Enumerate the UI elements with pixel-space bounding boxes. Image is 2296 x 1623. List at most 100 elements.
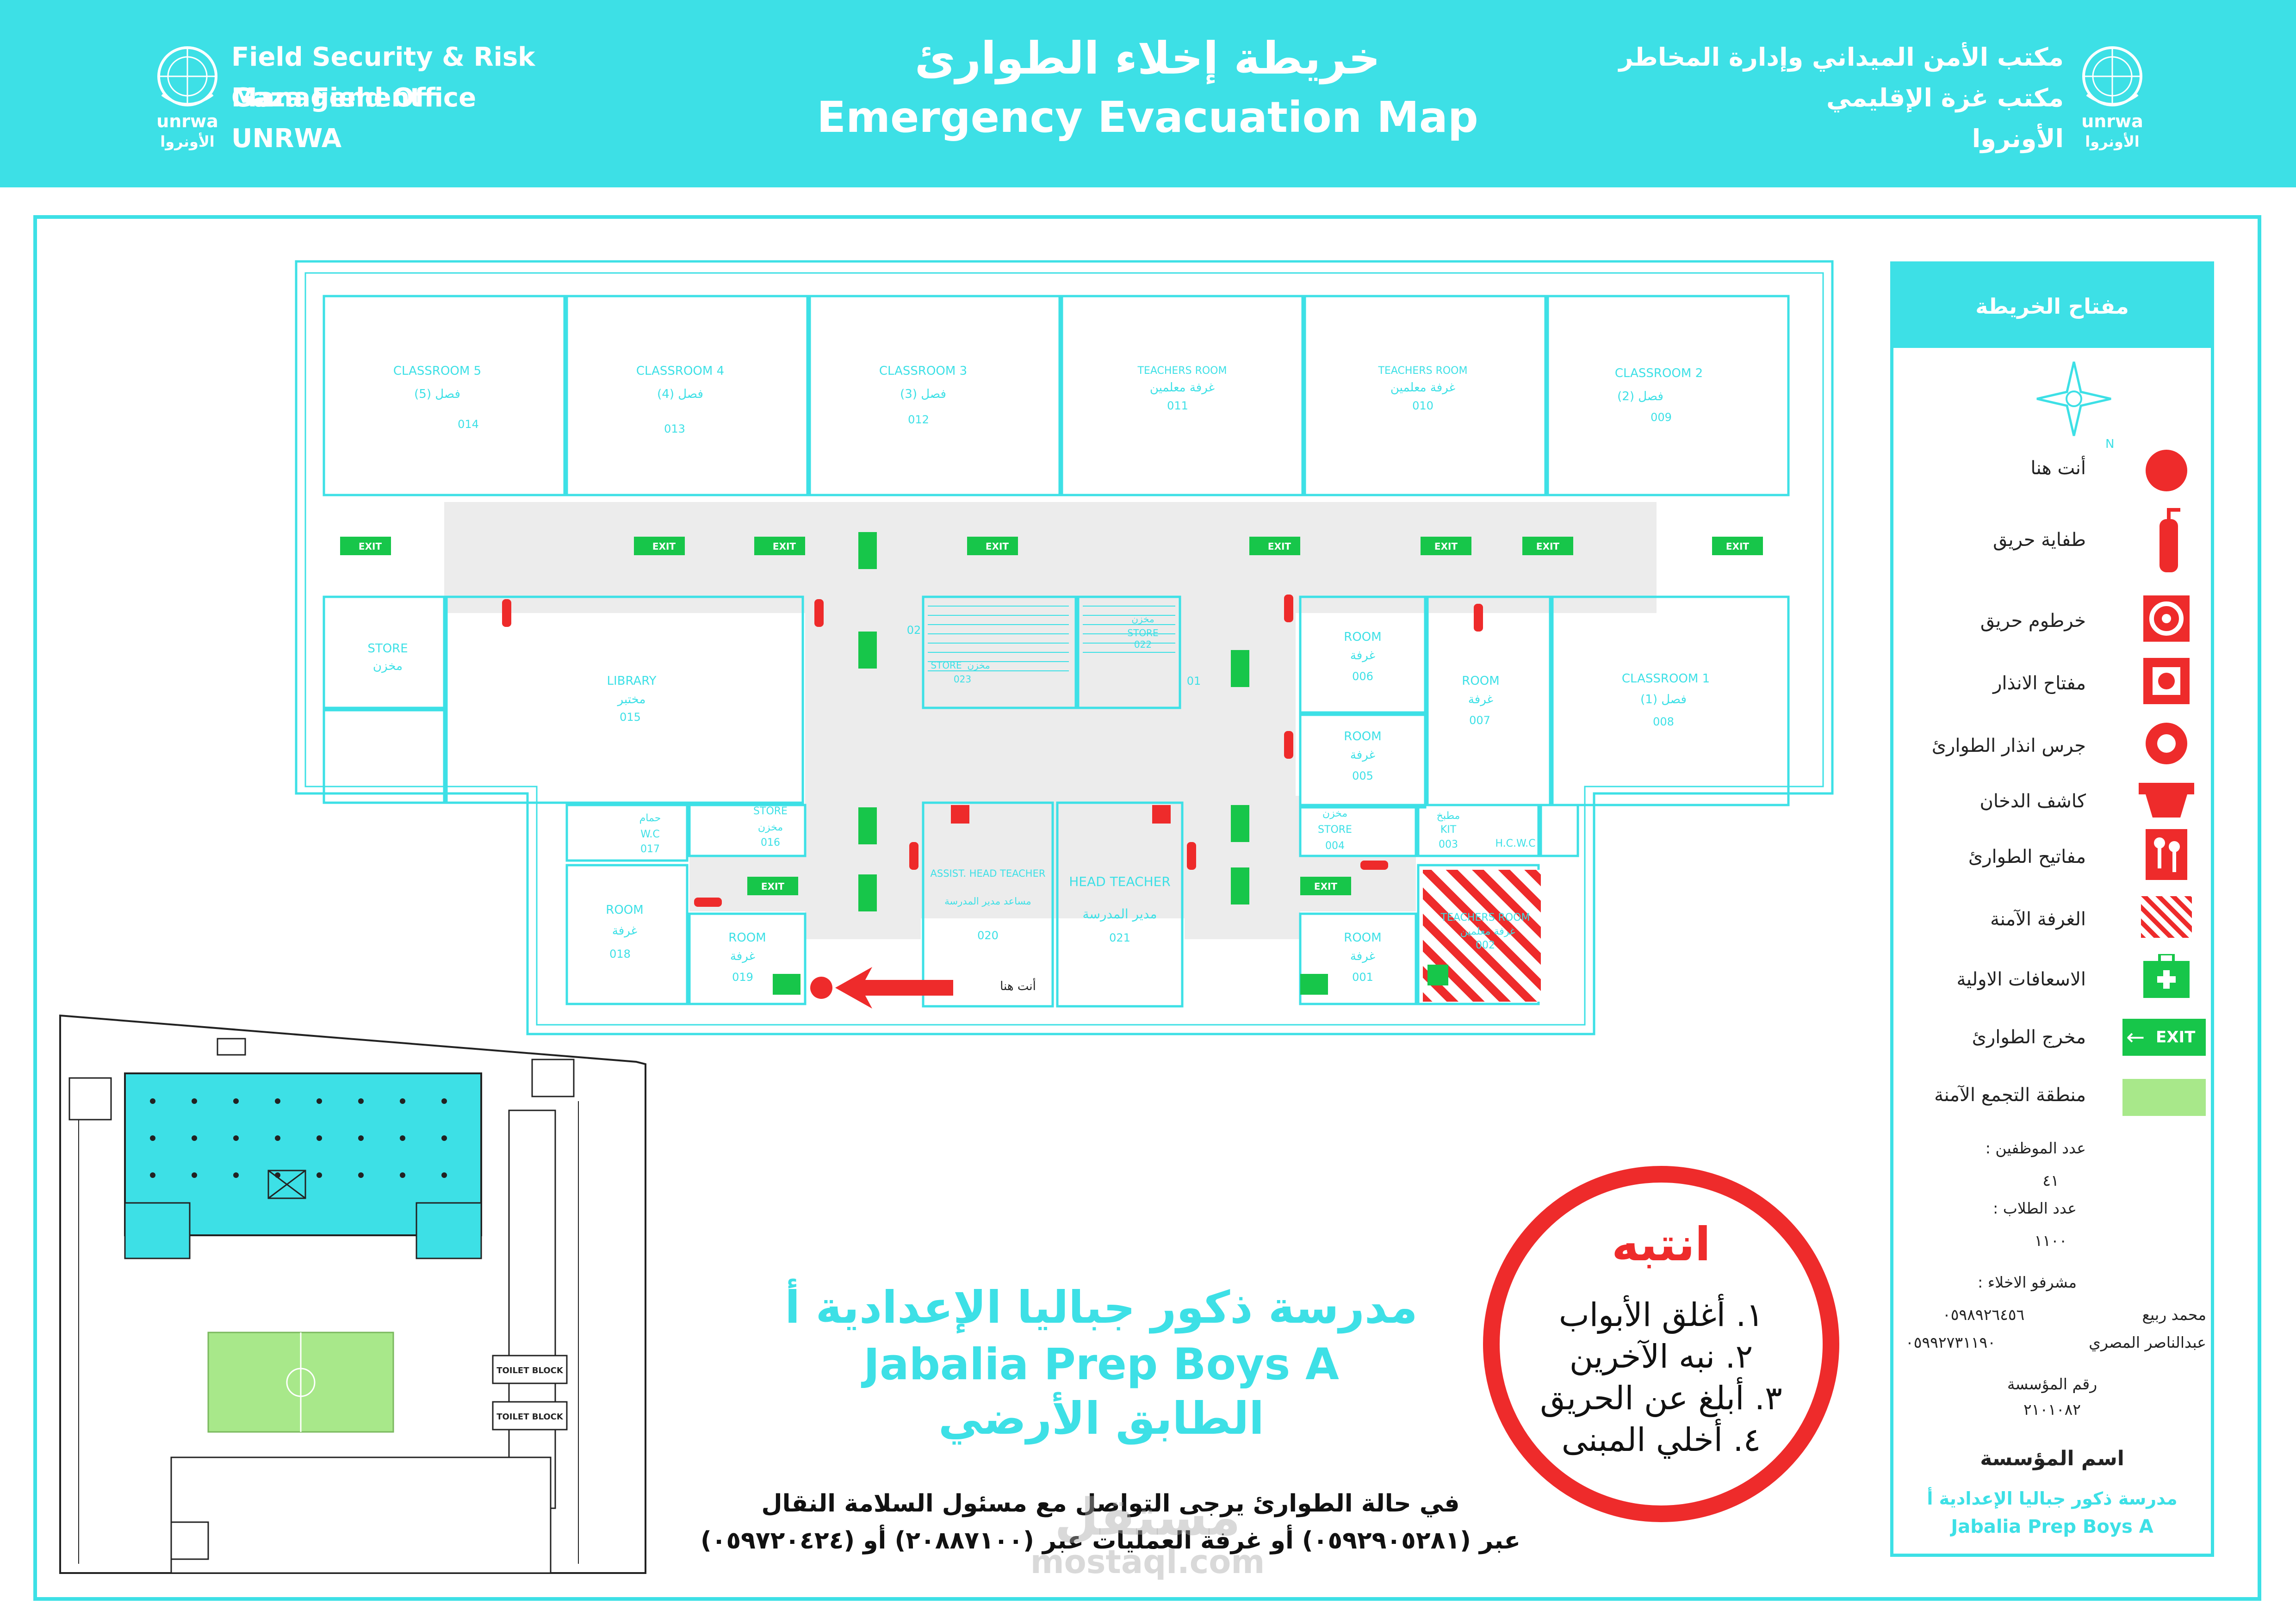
exit-sign-icon: EXIT (747, 877, 798, 895)
you-are-here-label: أنت هنا (1000, 978, 1036, 993)
svg-text:EXIT: EXIT (359, 541, 382, 552)
svg-text:EXIT: EXIT (1314, 881, 1338, 892)
alarm-bell-icon (2146, 723, 2187, 764)
org-ar-line-2: مكتب غزة الإقليمي (1826, 83, 2064, 112)
svg-text:EXIT: EXIT (1268, 541, 1291, 552)
attention-step: ١. أغلق الأبواب (1558, 1296, 1764, 1334)
supervisors-label: مشرفو الاخلاء : (1978, 1273, 2077, 1291)
floor-plan: 02 01 CLASSROOM 5 فصل (5) 014 CLASSROOM … (295, 260, 1834, 1035)
attention-step: ٢. نبه الآخرين (1569, 1338, 1753, 1375)
supervisor-name: محمد ربيع (2142, 1306, 2206, 1324)
exit-word: EXIT (2156, 1028, 2196, 1047)
arrow-left-icon: ← (2126, 1024, 2145, 1050)
exit-sign-icon: EXIT (1249, 537, 1300, 555)
room-en: ROOM (1462, 674, 1499, 688)
org-ar-line-1: مكتب الأمن الميداني وإدارة المخاطر (1619, 43, 2064, 72)
smoke-detector-icon (2139, 783, 2194, 818)
emergency-keys-icon (951, 805, 969, 824)
supervisor-name: عبدالناصر المصري (2089, 1333, 2206, 1351)
assembly-area-swatch (2122, 1079, 2206, 1116)
fire-extinguisher-icon (502, 599, 511, 627)
room-ar: مساعد مدير المدرسة (944, 896, 1031, 907)
room-en: ROOM (1344, 730, 1381, 743)
legend-label-extinguisher: طفاية حريق (1993, 529, 2086, 551)
room-en: STORE (1127, 627, 1158, 638)
room-en: HEAD TEACHER (1069, 874, 1171, 889)
logo-arabic: الأونروا (2085, 132, 2139, 150)
room-ar: غرفة (1350, 649, 1375, 663)
emergency-keys-icon (2146, 829, 2187, 880)
fire-extinguisher-icon (1284, 731, 1293, 759)
room-ar: مدير المدرسة (1082, 906, 1157, 922)
exit-sign-icon: EXIT (634, 537, 685, 555)
room-en: W.C (640, 829, 660, 840)
room-ar: فصل (1) (1640, 693, 1687, 706)
room-en: CLASSROOM 4 (636, 364, 724, 378)
exit-sign-icon: ← EXIT (2122, 1019, 2206, 1056)
fire-extinguisher-icon (909, 842, 918, 870)
unrwa-logo-right: unrwa الأونروا (2081, 46, 2143, 150)
logo-latin: unrwa (2081, 111, 2143, 131)
exit-sign-icon: EXIT (1522, 537, 1573, 555)
legend-label-safe-room: الغرفة الآمنة (1990, 909, 2086, 930)
room-num: 008 (1653, 715, 1674, 728)
room-ar: مخزن (758, 822, 783, 833)
room-num: 002 (1476, 940, 1495, 951)
school-name-en: Jabalia Prep Boys A (863, 1339, 1339, 1390)
room-ar: غرفة (1468, 693, 1493, 706)
svg-text:EXIT: EXIT (986, 541, 1009, 552)
institution-name-label: اسم المؤسسة (1980, 1447, 2124, 1470)
fire-extinguisher-icon (1474, 604, 1483, 632)
students-count-label: عدد الطلاب : (1993, 1199, 2077, 1217)
map-frame (33, 215, 2261, 1601)
org-en-line-2: Gaza Field Office (231, 83, 477, 113)
first-aid-icon (773, 974, 800, 995)
legend-label-emergency-keys: مفاتيح الطوارئ (1968, 846, 2086, 867)
legend-label-alarm-switch: مفتاح الانذار (1993, 673, 2086, 694)
room-en: STORE (1318, 824, 1352, 836)
room-num: 022 (1134, 639, 1152, 650)
attention-circle: انتبه ١. أغلق الأبواب ٢. نبه الآخرين ٣. … (1483, 1166, 1839, 1522)
supervisor-phone: ٠٥٩٩٢٧٣١١٩٠ (1905, 1333, 1996, 1351)
exit-sign-icon (858, 532, 877, 569)
exit-sign-icon (858, 632, 877, 669)
room-num: 001 (1352, 971, 1373, 984)
svg-text:EXIT: EXIT (1726, 541, 1750, 552)
room-num: 017 (640, 843, 660, 855)
room-en: ROOM (606, 903, 643, 917)
students-count: ١١٠٠ (2034, 1232, 2067, 1250)
room-num: 006 (1352, 670, 1373, 683)
room-en: CLASSROOM 2 (1615, 366, 1703, 380)
exit-sign-icon: EXIT (754, 537, 805, 555)
logo-latin: unrwa (156, 111, 218, 131)
room-en: TEACHERS ROOM (1137, 365, 1227, 377)
toilet-block-label: TOILET BLOCK (496, 1412, 564, 1422)
exit-sign-icon (1231, 805, 1249, 842)
first-aid-icon (1300, 974, 1328, 995)
contact-line-2: عبر (٠٥٩٢٩٠٥٢٨١) أو غرفة العمليات عبر (٢… (700, 1527, 1521, 1555)
stair-mark: 01 (1187, 675, 1201, 688)
fire-extinguishers (502, 595, 1483, 907)
stair-mark: 02 (907, 624, 921, 637)
room-en: TEACHERS ROOM (1440, 912, 1530, 923)
legend-panel: مفتاح الخريطة N أنت هنا طفاية حريق خرطوم… (1890, 261, 2214, 1557)
exit-sign-icon: EXIT (340, 537, 391, 555)
room-en: LIBRARY (607, 674, 656, 688)
toilet-block-label: TOILET BLOCK (496, 1366, 564, 1375)
room-num: 023 (954, 674, 971, 685)
room-en: KIT (1440, 824, 1457, 836)
svg-text:N: N (2105, 437, 2114, 450)
room-num: 020 (977, 929, 999, 942)
room-ar: مطبخ (1437, 810, 1460, 822)
room-labels: CLASSROOM 5 فصل (5) 014 CLASSROOM 4 فصل … (367, 364, 1710, 984)
room-ar: فصل (2) (1617, 390, 1663, 403)
contact-line-1: في حالة الطوارئ يرجى التواصل مع مسئول ال… (761, 1490, 1460, 1518)
room-ar: فصل (3) (900, 387, 946, 401)
header-banner: unrwa الأونروا Field Security & Risk Man… (0, 0, 2296, 187)
room-ar: غرفة معلمين (1390, 381, 1455, 395)
room-ar: مختبر (617, 693, 646, 706)
institution-number: ٢١٠١٠٨٢ (2023, 1400, 2081, 1419)
exit-signs: EXIT EXIT EXIT EXIT EXIT EXIT EXIT EXIT … (340, 532, 1763, 911)
safe-room-hatch (2141, 896, 2192, 938)
exit-sign-icon (858, 807, 877, 844)
